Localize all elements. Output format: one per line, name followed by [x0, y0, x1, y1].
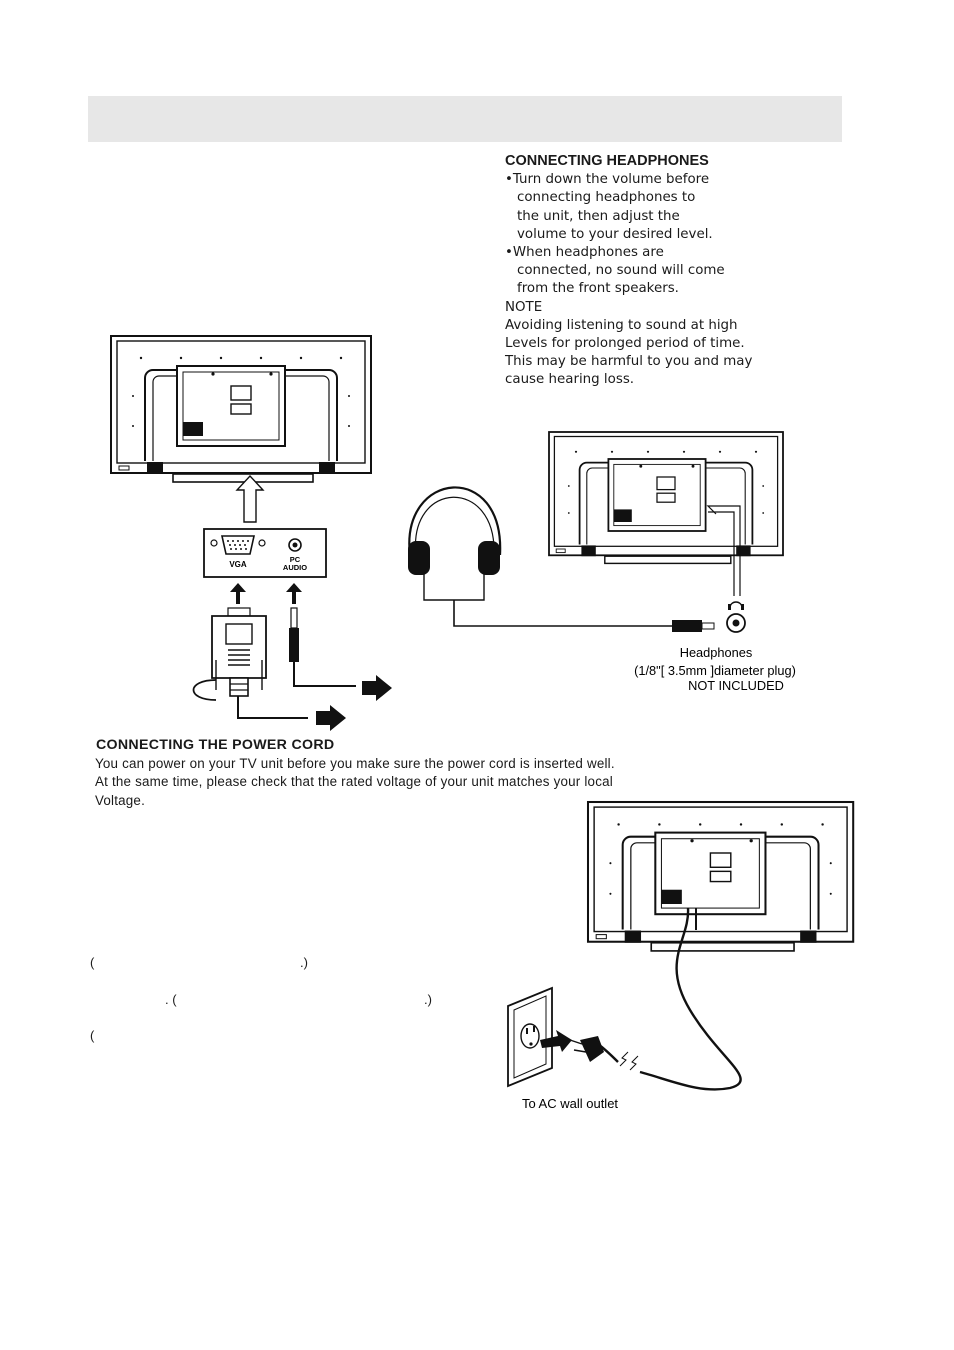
note-line-1: Avoiding listening to sound at high [505, 317, 738, 333]
not-included-label: NOT INCLUDED [688, 678, 784, 693]
vga-connector [192, 607, 308, 719]
headphones-bullet-2: •When headphones are connected, no sound… [505, 244, 805, 299]
tv-back-headphones [548, 431, 784, 565]
power-line-2: At the same time, please check that the … [95, 774, 613, 790]
vga-arrow [230, 583, 246, 604]
ac-outlet-label: To AC wall outlet [522, 1096, 618, 1111]
bullet-1-line-3: the unit, then adjust the [517, 208, 680, 224]
headphones-section: CONNECTING HEADPHONES •Turn down the vol… [505, 152, 805, 390]
fragment-2-open: . ( [165, 992, 177, 1007]
tv-back-power [586, 800, 855, 952]
plug-spec-label: (1/8"[ 3.5mm ]diameter plug) [634, 663, 796, 678]
bullet-1-line-2: connecting headphones to [517, 190, 696, 206]
note-line-3: This may be harmful to you and may [505, 354, 753, 370]
power-cord [569, 907, 742, 1091]
insert-arrow [540, 1030, 572, 1052]
power-line-1: You can power on your TV unit before you… [95, 756, 615, 771]
wall-outlet-icon [507, 986, 553, 1088]
fragment-1-open: ( [90, 955, 95, 970]
note-label: NOTE [505, 299, 543, 315]
note-line-2: Levels for prolonged period of time. [505, 336, 745, 352]
power-cord-title: CONNECTING THE POWER CORD [96, 737, 335, 753]
fragment-3-open: ( [90, 1028, 95, 1043]
headphones-bullet-1: •Turn down the volume before connecting … [505, 171, 805, 244]
audio-plug [289, 607, 356, 687]
power-cord-body: You can power on your TV unit before you… [95, 755, 695, 810]
bullet-2-line-2: connected, no sound will come [517, 263, 725, 279]
header-bar [88, 96, 842, 142]
upward-arrow [235, 474, 265, 523]
fragment-2-close: .) [424, 992, 432, 1007]
tv-back-vga [110, 335, 372, 483]
fragment-1-close: .) [300, 955, 308, 970]
headphones-icon [408, 486, 746, 633]
headphones-label: Headphones [680, 645, 753, 660]
audio-arrow [286, 583, 302, 604]
audio-label: AUDIO [283, 563, 307, 572]
bullet-1-line-4: volume to your desired level. [517, 226, 713, 242]
pc-label: PC [290, 555, 301, 564]
vga-label: VGA [229, 560, 247, 569]
power-line-3: Voltage. [95, 792, 145, 808]
note-line-4: cause hearing loss. [505, 372, 635, 388]
headphone-jack-pointer [706, 505, 741, 596]
bullet-1-first-line: •Turn down the volume before [505, 172, 710, 188]
bullet-2-first-line: •When headphones are [505, 245, 664, 261]
headphones-title: CONNECTING HEADPHONES [505, 153, 709, 169]
bullet-2-line-3: from the front speakers. [517, 281, 679, 297]
